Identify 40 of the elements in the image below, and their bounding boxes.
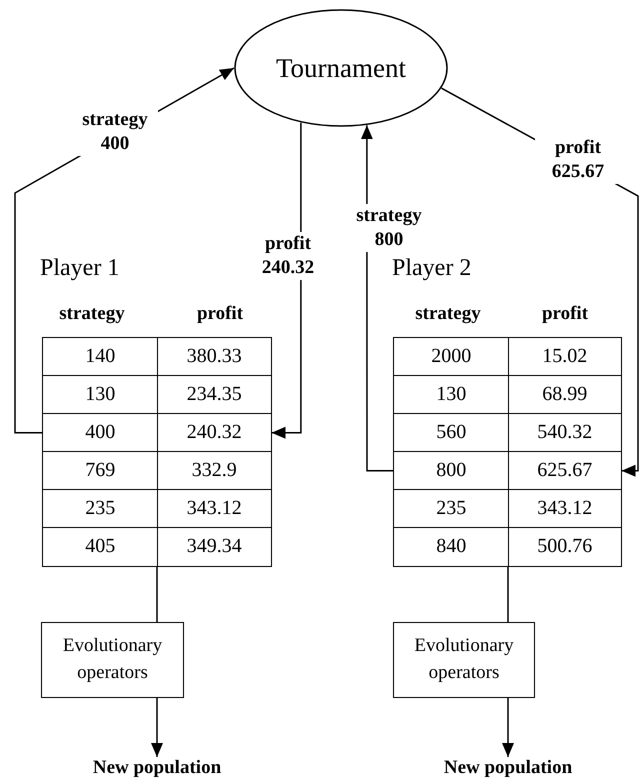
table-cell: 800 <box>393 451 510 490</box>
table-cell: 130 <box>393 375 510 414</box>
table-heading: Player 1 <box>40 255 120 282</box>
table-cell: 68.99 <box>508 375 622 414</box>
table-cell: 343.12 <box>508 489 622 528</box>
process-box: Evolutionary operators <box>41 622 184 698</box>
table-cell: 234.35 <box>157 375 272 414</box>
table-cell: 625.67 <box>508 451 622 490</box>
table-cell: 15.02 <box>508 337 622 376</box>
table-cell: 560 <box>393 413 510 452</box>
arrow <box>151 698 163 757</box>
column-header: strategy <box>414 303 482 325</box>
output-label: New population <box>433 757 583 781</box>
connector-line <box>507 566 509 622</box>
table-cell: 235 <box>393 489 510 528</box>
table-heading: Player 2 <box>392 255 472 282</box>
process-box: Evolutionary operators <box>393 622 535 698</box>
table-cell: 140 <box>42 337 158 376</box>
table-cell: 769 <box>42 451 158 490</box>
column-header: strategy <box>58 303 126 325</box>
table-cell: 332.9 <box>157 451 272 490</box>
table-cell: 540.32 <box>508 413 622 452</box>
arrow <box>502 698 514 757</box>
table-cell: 400 <box>42 413 158 452</box>
table-cell: 130 <box>42 375 158 414</box>
player-table <box>390 255 622 566</box>
output-label: New population <box>82 757 232 781</box>
table-cell: 380.33 <box>157 337 272 376</box>
column-header: profit <box>196 303 244 325</box>
connector-line <box>156 565 158 622</box>
column-header: profit <box>540 303 590 325</box>
table-cell: 500.76 <box>508 527 622 566</box>
tournament-ellipse: Tournament <box>234 9 448 127</box>
table-cell: 405 <box>42 527 158 566</box>
table-cell: 349.34 <box>157 527 272 566</box>
table-cell: 240.32 <box>157 413 272 452</box>
table-cell: 235 <box>42 489 158 528</box>
table-cell: 840 <box>393 527 510 566</box>
table-cell: 343.12 <box>157 489 272 528</box>
table-cell: 2000 <box>393 337 510 376</box>
